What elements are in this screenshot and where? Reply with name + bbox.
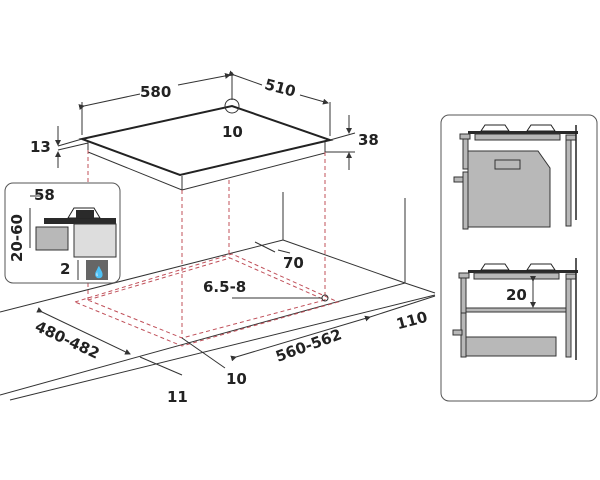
edge-gap-label: 11 bbox=[167, 388, 188, 406]
front-gap-label: 10 bbox=[226, 370, 247, 388]
gas-gap-label: 2 bbox=[60, 260, 70, 278]
hob-height-label: 38 bbox=[358, 131, 379, 149]
installation-side-views bbox=[440, 114, 598, 402]
gas-flame-icon: 💧 bbox=[92, 266, 106, 279]
hob-top-thickness-label: 13 bbox=[30, 138, 51, 156]
inset-panel: 💧 bbox=[4, 182, 121, 284]
wall-gap-label: 110 bbox=[394, 308, 429, 333]
hob-dimension-lines bbox=[55, 70, 356, 170]
cutout-corner-radius-label: 6.5-8 bbox=[203, 278, 246, 296]
cutout-width-label: 560-562 bbox=[273, 325, 344, 365]
hob-width-label: 580 bbox=[140, 83, 171, 101]
shelf-gap-label: 20 bbox=[506, 286, 527, 304]
clearance-range-label: 20-60 bbox=[8, 214, 26, 262]
corner-radius-label: 10 bbox=[222, 123, 243, 141]
hob-body bbox=[78, 98, 334, 191]
back-gap-label: 70 bbox=[283, 254, 304, 272]
hob-depth-label: 510 bbox=[263, 75, 298, 100]
cutout-dimension-lines bbox=[36, 241, 436, 376]
burner-height-label: 58 bbox=[34, 186, 55, 204]
cutout-outline bbox=[73, 150, 340, 347]
